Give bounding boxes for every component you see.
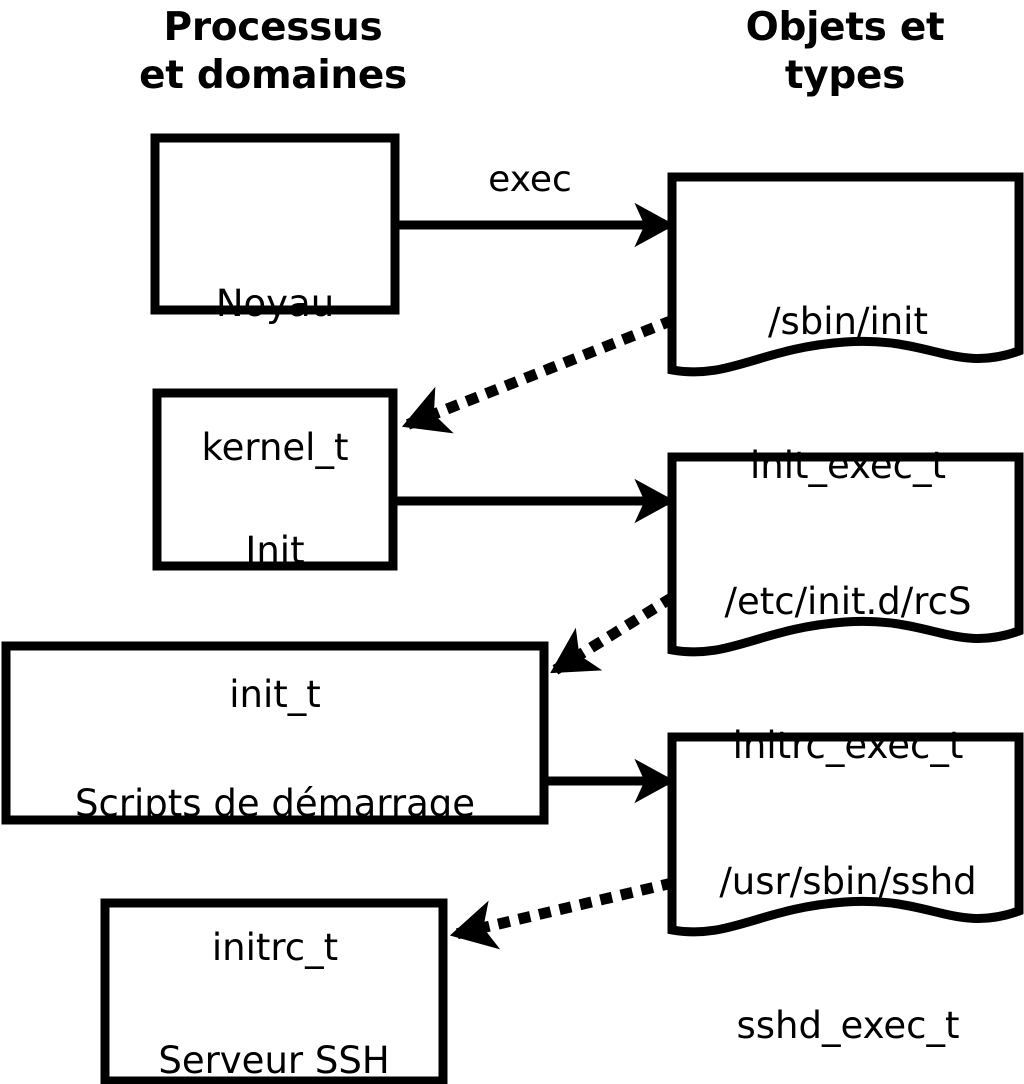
- object-node-init-exec[interactable]: [667, 172, 1024, 377]
- object-node-initrc-exec[interactable]: [667, 452, 1024, 657]
- edge-init-exec-to-init: [396, 314, 676, 434]
- edge-label-exec: exec: [488, 159, 572, 200]
- edge-sshd-exec-to-sshd: [445, 877, 675, 950]
- edge-initrc-exec-to-initrc: [544, 592, 676, 680]
- process-node-init[interactable]: [152, 388, 398, 571]
- process-node-sshd[interactable]: [100, 898, 448, 1084]
- object-node-sshd-exec[interactable]: [667, 732, 1024, 937]
- process-node-kernel[interactable]: [150, 133, 400, 315]
- process-node-initrc[interactable]: [1, 641, 549, 825]
